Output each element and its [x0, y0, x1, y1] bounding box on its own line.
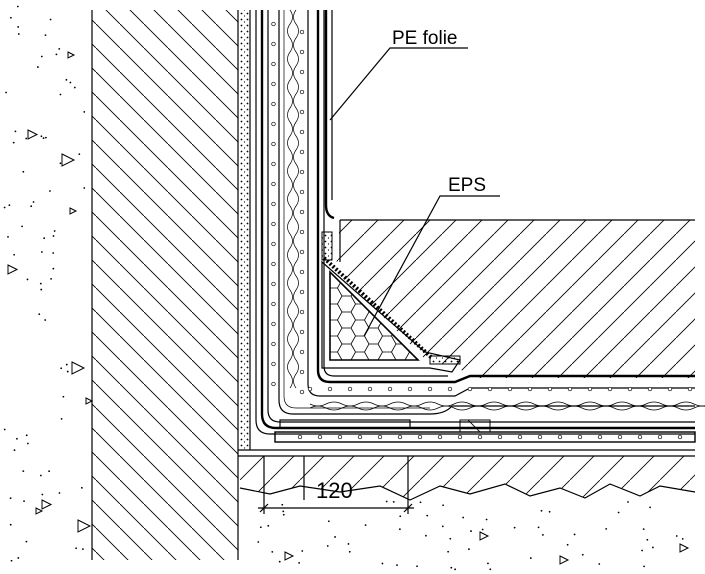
pe-folie-label: PE folie	[392, 28, 457, 49]
pe-foil-layer	[324, 10, 335, 220]
base-layers	[274, 419, 696, 443]
eps-label: EPS	[448, 175, 486, 196]
soil-aggregate-bottom	[257, 500, 690, 571]
pe-folie-callout: PE folie	[329, 28, 468, 121]
waterproofing-layers	[255, 9, 705, 435]
dimension-label: 120	[316, 478, 353, 503]
concrete-slab-hatched	[336, 219, 695, 378]
dimension-120: 120	[258, 456, 414, 514]
existing-wall-hatched	[91, 10, 239, 560]
membrane-beads	[271, 21, 693, 440]
soil-aggregate-left	[3, 5, 94, 562]
eps-wedge	[321, 231, 461, 373]
ground-hatched	[239, 456, 696, 501]
eps-callout: EPS	[363, 175, 500, 337]
